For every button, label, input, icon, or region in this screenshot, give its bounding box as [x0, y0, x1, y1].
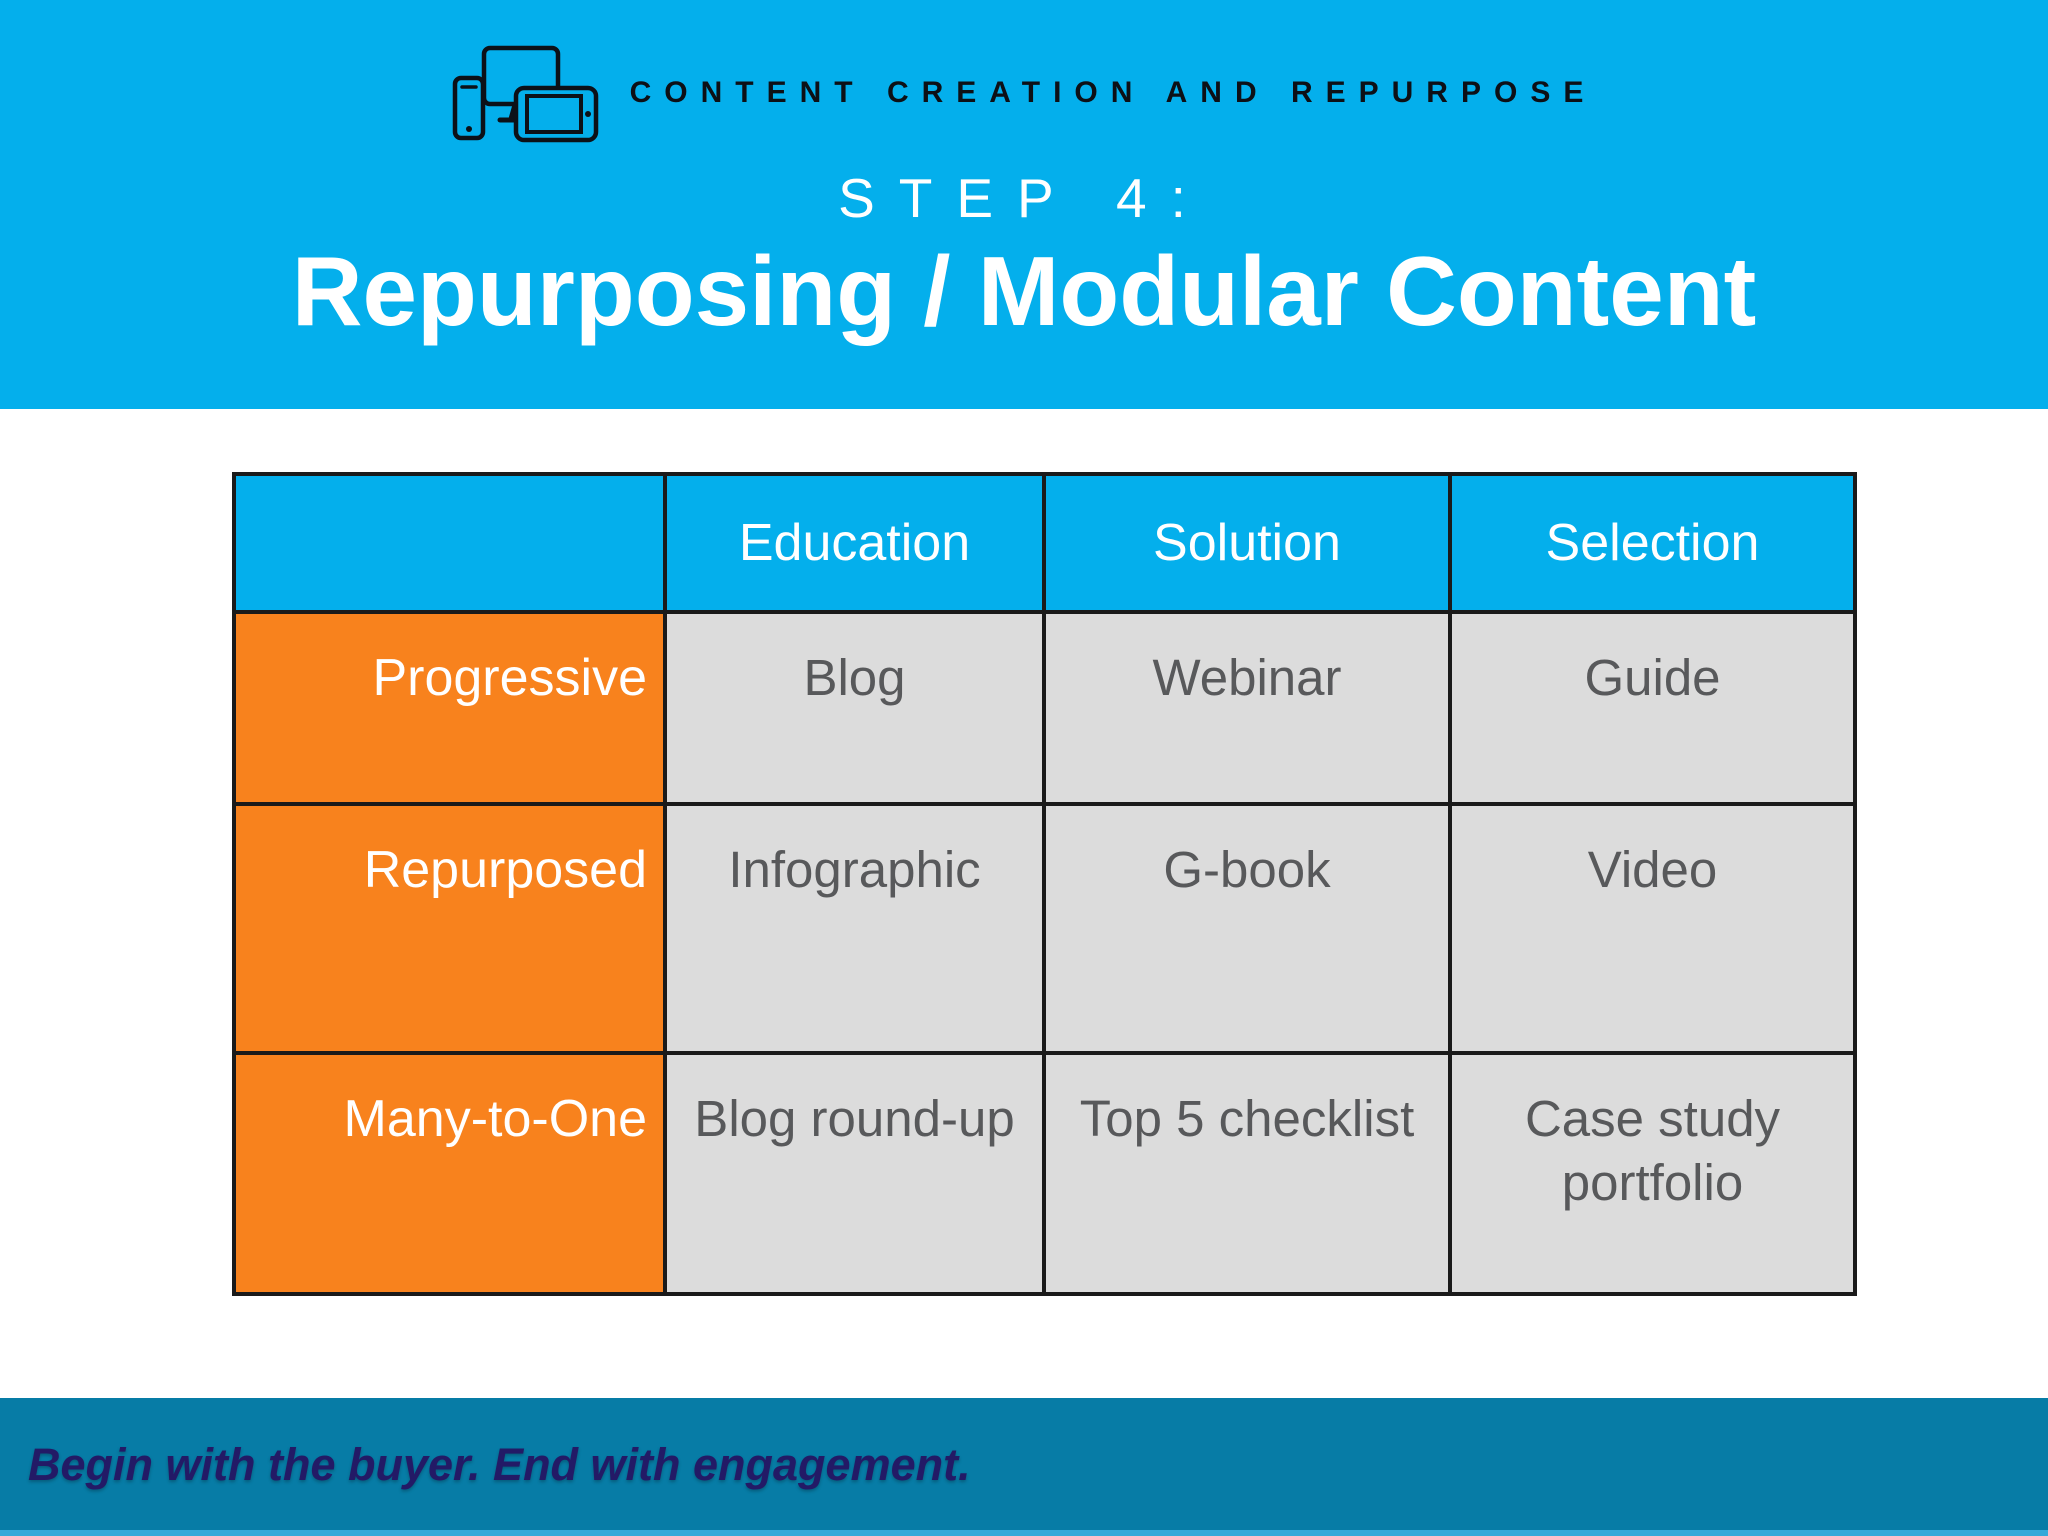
row-header-many-to-one: Many-to-One	[232, 1051, 667, 1296]
table-cell: Blog round-up	[663, 1051, 1046, 1296]
row-header-progressive: Progressive	[232, 610, 667, 806]
devices-icon	[452, 45, 598, 143]
step-label: STEP 4:	[838, 167, 1210, 229]
column-header-education: Education	[663, 472, 1046, 614]
brand: CONTENT CREATION AND REPURPOSE	[0, 0, 2048, 144]
table-cell: Guide	[1448, 610, 1857, 806]
column-header-solution: Solution	[1042, 472, 1452, 614]
footer-tagline: Begin with the buyer. End with engagemen…	[28, 1438, 971, 1490]
table-cell: Infographic	[663, 802, 1046, 1055]
footer-bottom-strip	[0, 1530, 2048, 1536]
column-header-selection: Selection	[1448, 472, 1857, 614]
row-header-repurposed: Repurposed	[232, 802, 667, 1055]
table-cell: Webinar	[1042, 610, 1452, 806]
header-row: Education Solution Selection	[232, 472, 1857, 614]
content-matrix-table: Education Solution Selection Progressive…	[232, 472, 1857, 1296]
corner-cell	[232, 472, 667, 614]
table-row-many-to-one: Many-to-One Blog round-up Top 5 checklis…	[232, 1051, 1857, 1296]
table-cell: Case study portfolio	[1448, 1051, 1857, 1296]
table-cell: Top 5 checklist	[1042, 1051, 1452, 1296]
page-title: Repurposing / Modular Content	[291, 236, 1757, 346]
table-row-repurposed: Repurposed Infographic G-book Video	[232, 802, 1857, 1055]
table-cell: Video	[1448, 802, 1857, 1055]
footer-bar: Begin with the buyer. End with engagemen…	[0, 1398, 2048, 1536]
title-banner: CONTENT CREATION AND REPURPOSE STEP 4: R…	[0, 0, 2048, 409]
table-cell: G-book	[1042, 802, 1452, 1055]
brand-label: CONTENT CREATION AND REPURPOSE	[629, 76, 1597, 109]
table-cell: Blog	[663, 610, 1046, 806]
table-row-progressive: Progressive Blog Webinar Guide	[232, 610, 1857, 806]
